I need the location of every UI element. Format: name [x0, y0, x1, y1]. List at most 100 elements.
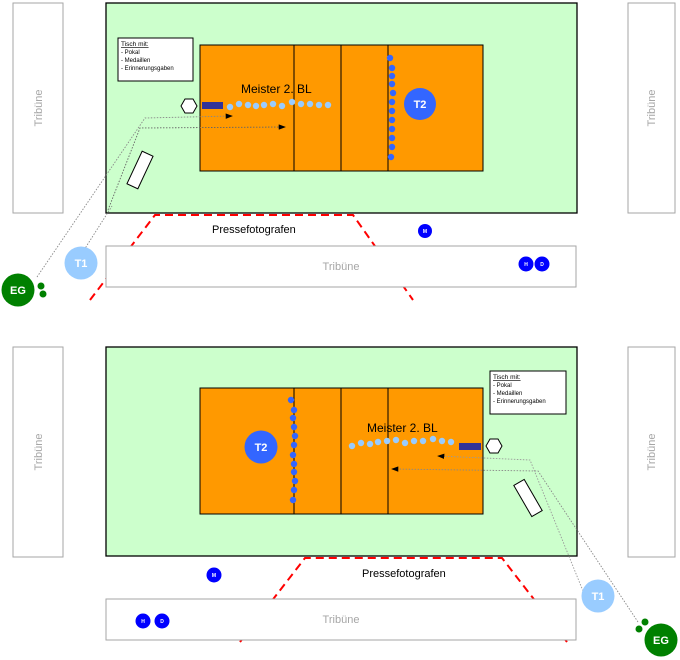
team1-player	[288, 98, 296, 106]
official-h	[518, 256, 534, 272]
team1-player	[438, 437, 446, 445]
press-label: Pressefotografen	[362, 568, 446, 580]
team2-player	[290, 423, 298, 431]
team1-label: T1	[75, 258, 88, 270]
team1-player	[419, 437, 427, 445]
diagram-top: Tribüne Tribüne Meister 2. BL Tisch mit:…	[1, 2, 676, 307]
eg-helper	[37, 282, 45, 290]
eg-marker	[1, 273, 35, 307]
team1-player	[410, 437, 418, 445]
eg-helper	[641, 618, 649, 626]
team1-marker	[581, 579, 615, 613]
tribune-bottom-label: Tribüne	[323, 261, 360, 273]
official-h-label: H	[141, 619, 145, 625]
team2-marker	[404, 88, 436, 120]
tribune-left	[12, 2, 64, 214]
eg-label: EG	[10, 285, 26, 297]
official-d	[534, 256, 550, 272]
team1-player	[383, 437, 391, 445]
award-table-title: Tisch mit:	[493, 374, 521, 381]
team1-lineup	[348, 435, 455, 450]
team1-player	[252, 102, 260, 110]
trolley	[513, 478, 543, 518]
eg-marker	[644, 623, 678, 657]
team1-lineup	[226, 98, 332, 111]
award-table-item: - Pokal	[121, 50, 140, 56]
team2-player	[388, 143, 396, 151]
team2-marker	[244, 430, 278, 464]
team1-player	[226, 103, 234, 111]
tribune-bottom-label: Tribüne	[323, 614, 360, 626]
team2-player	[388, 98, 396, 106]
court-label: Meister 2. BL	[367, 421, 438, 435]
official-m	[418, 224, 432, 238]
team1-player	[401, 439, 409, 447]
official-m-label: M	[423, 229, 427, 235]
tribune-left-label: Tribüne	[33, 90, 45, 127]
team2-player	[290, 406, 298, 414]
team1-player	[348, 442, 356, 450]
team1-player	[315, 101, 323, 109]
team1-player	[278, 102, 286, 110]
official-h	[135, 613, 151, 629]
award-table-title: Tisch mit:	[121, 41, 149, 48]
award-table	[489, 370, 567, 415]
court-label: Meister 2. BL	[241, 82, 312, 96]
team2-player	[291, 477, 299, 485]
team2-player	[388, 80, 396, 88]
team2-lineup	[386, 54, 397, 161]
team2-player	[287, 396, 295, 404]
team2-player	[387, 153, 395, 161]
team2-player	[290, 441, 298, 449]
official-d-label: D	[160, 619, 164, 625]
team1-player	[269, 100, 277, 108]
award-table-item: - Medaillen	[493, 391, 522, 397]
team2-player	[388, 107, 396, 115]
official-d-label: D	[540, 262, 544, 268]
tribune-right	[627, 2, 676, 214]
bench	[459, 443, 481, 450]
path-eg	[391, 466, 639, 623]
podium-hexagon	[180, 98, 198, 114]
team1-player	[366, 440, 374, 448]
official-m-label: M	[212, 573, 216, 579]
tribune-right-label: Tribüne	[646, 434, 658, 471]
eg-label: EG	[653, 635, 669, 647]
official-m	[206, 567, 222, 583]
team2-player	[389, 89, 397, 97]
tribune-left-label: Tribüne	[33, 434, 45, 471]
path-team1	[36, 113, 233, 278]
team1-player	[447, 438, 455, 446]
award-table-item: - Medaillen	[121, 58, 150, 64]
team2-player	[291, 432, 299, 440]
tribune-right-label: Tribüne	[646, 90, 658, 127]
path-team1	[437, 453, 584, 592]
tribune-bottom	[105, 598, 577, 641]
official-d	[154, 613, 170, 629]
podium-hexagon	[485, 438, 503, 454]
eg-helper	[39, 290, 47, 298]
team2-player	[388, 134, 396, 142]
team2-label: T2	[255, 442, 268, 454]
path-team1-start	[83, 205, 113, 251]
official-h-label: H	[524, 262, 528, 268]
team1-player	[374, 438, 382, 446]
team2-player	[290, 468, 298, 476]
tribune-left	[12, 346, 64, 558]
tribune-right	[627, 346, 676, 558]
team2-lineup	[287, 396, 299, 504]
team1-marker	[64, 246, 98, 280]
team1-player	[306, 100, 314, 108]
team2-player	[388, 72, 396, 80]
team1-player	[392, 436, 400, 444]
team2-player	[289, 451, 297, 459]
team2-player	[388, 64, 396, 72]
press-label: Pressefotografen	[212, 224, 296, 236]
trolley	[126, 150, 154, 190]
award-table-item: - Erinnerungsgaben	[493, 399, 546, 405]
tribune-bottom	[105, 245, 577, 288]
team1-player	[297, 100, 305, 108]
team1-player	[260, 101, 268, 109]
team1-player	[324, 101, 332, 109]
